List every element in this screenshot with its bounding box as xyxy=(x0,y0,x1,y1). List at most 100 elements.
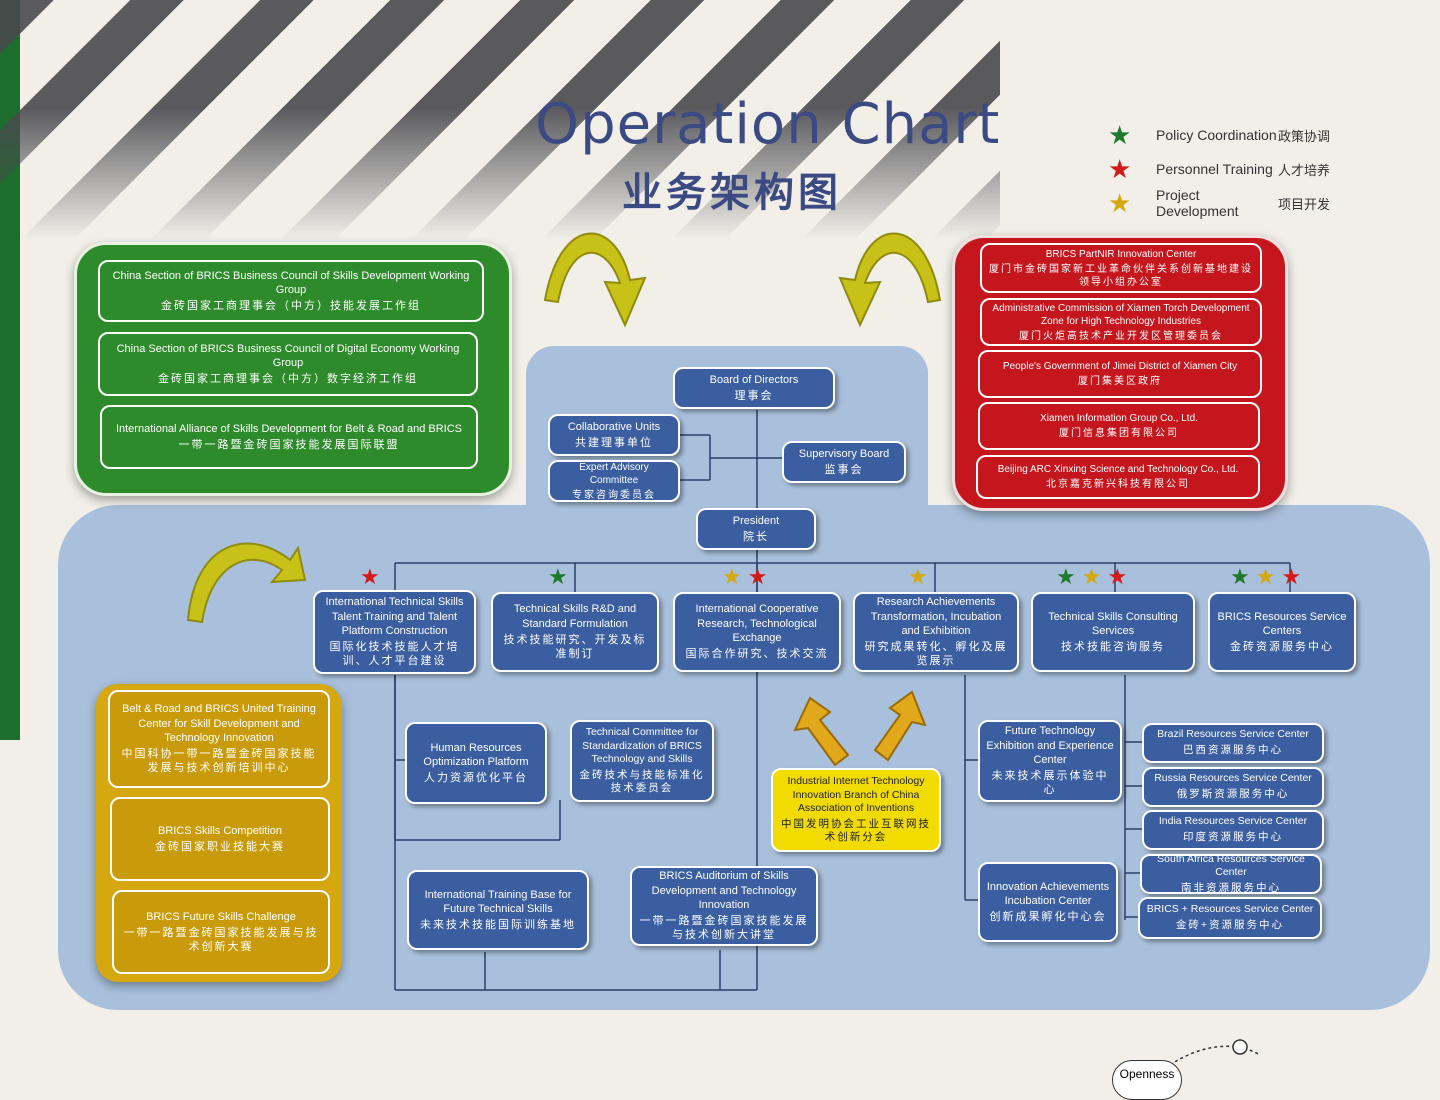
international-alliance-skills: International Alliance of Skills Develop… xyxy=(100,405,478,469)
supervisory-board: Supervisory Board 监事会 xyxy=(782,441,906,483)
box-label-en: India Resources Service Center xyxy=(1158,815,1308,828)
legend-item-project: ★ Project Development 项目开发 xyxy=(1108,186,1368,220)
box-label-zh: 厦门火炬高技术产业开发区管理委员会 xyxy=(1019,330,1223,342)
international-training-base: International Training Base for Future T… xyxy=(407,870,589,950)
xiamen-information-group: Xiamen Information Group Co., Ltd. 厦门信息集… xyxy=(978,402,1260,450)
beijing-arc-xinxing: Beijing ARC Xinxing Science and Technolo… xyxy=(976,455,1260,499)
south-africa-resources-center: South Africa Resources Service Center 南非… xyxy=(1140,852,1322,894)
legend-item-training: ★ Personnel Training 人才培养 xyxy=(1108,152,1368,186)
legend: ★ Policy Coordination 政策协调 ★ Personnel T… xyxy=(1108,118,1368,220)
skills-development-working-group: China Section of BRICS Business Council … xyxy=(98,260,484,322)
box-label-zh: 未来技术展示体验中心 xyxy=(991,770,1109,797)
box-label-en: BRICS PartNIR Innovation Center xyxy=(1045,248,1197,260)
legend-label-en: Project Development xyxy=(1156,187,1239,219)
box-label-en: Russia Resources Service Center xyxy=(1154,772,1312,785)
box-label-en: Human Resources Optimization Platform xyxy=(423,741,529,768)
president: President 院长 xyxy=(696,508,816,550)
curved-arrow-icon xyxy=(186,542,307,624)
box-label-zh: 金砖国家工商理事会（中方）数字经济工作组 xyxy=(158,373,418,386)
title-chinese: 业务架构图 xyxy=(622,171,842,215)
box-label-zh: 金砖国家职业技能大赛 xyxy=(155,841,285,853)
dept-resources-service-centers: BRICS Resources Service Centers 金砖资源服务中心 xyxy=(1208,592,1356,672)
brazil-resources-center: Brazil Resources Service Center 巴西资源服务中心 xyxy=(1142,723,1324,763)
brics-plus-resources-center: BRICS + Resources Service Center 金砖+资源服务… xyxy=(1138,897,1322,939)
box-label-zh: 技术技能咨询服务 xyxy=(1061,641,1165,654)
curved-arrow-icon xyxy=(838,232,942,328)
box-label-en: International Technical Skills Talent Tr… xyxy=(325,596,464,637)
curved-arrow-icon xyxy=(543,232,647,328)
technical-committee-standardization: Technical Committee for Standardization … xyxy=(570,720,714,802)
box-label-zh: 一带一路暨金砖国家技能发展与技术创新大讲堂 xyxy=(639,915,809,942)
industrial-internet-branch: Industrial Internet Technology Innovatio… xyxy=(771,768,941,852)
box-label-en: Technical Committee for Standardization … xyxy=(582,725,702,766)
hr-optimization-platform: Human Resources Optimization Platform 人力… xyxy=(405,722,547,804)
brics-skills-competition: BRICS Skills Competition 金砖国家职业技能大赛 xyxy=(110,797,330,881)
box-label-en: Collaborative Units xyxy=(567,420,661,433)
legend-label-en: Policy Coordination xyxy=(1156,127,1277,143)
future-technology-center: Future Technology Exhibition and Experie… xyxy=(978,720,1122,802)
legend-label-en: Personnel Training xyxy=(1156,161,1273,177)
dept-stars: ★ xyxy=(548,566,568,588)
box-label-en: Board of Directors xyxy=(709,373,799,386)
box-label-zh: 巴西资源服务中心 xyxy=(1183,744,1283,756)
openness-label: Openness xyxy=(1112,1060,1182,1100)
box-label-zh: 厦门集美区政府 xyxy=(1078,376,1162,387)
openness-text: Openness xyxy=(1119,1067,1175,1081)
box-label-zh: 北京嘉克新兴科技有限公司 xyxy=(1046,479,1190,490)
box-label-en: BRICS Auditorium of Skills Development a… xyxy=(651,870,797,911)
box-label-en: Beijing ARC Xinxing Science and Technolo… xyxy=(997,464,1239,475)
box-label-zh: 厦门信息集团有限公司 xyxy=(1059,428,1179,439)
box-label-zh: 共建理事单位 xyxy=(575,437,653,449)
legend-label-zh: 政策协调 xyxy=(1278,128,1331,144)
innovation-incubation-center: Innovation Achievements Incubation Cente… xyxy=(978,862,1118,942)
box-label-en: Expert Advisory Committee xyxy=(579,461,649,486)
box-label-zh: 厦门市金砖国家新工业革命伙伴关系创新基地建设领导小组办公室 xyxy=(989,263,1253,288)
yellow-star-icon: ★ xyxy=(1081,564,1102,589)
up-arrow-icon xyxy=(873,690,927,762)
dept-stars: ★★★ xyxy=(1230,566,1301,588)
box-label-en: BRICS Future Skills Challenge xyxy=(146,910,296,923)
brics-auditorium: BRICS Auditorium of Skills Development a… xyxy=(630,866,818,946)
box-label-en: Administrative Commission of Xiamen Torc… xyxy=(992,302,1250,327)
dept-stars: ★ xyxy=(908,566,928,588)
decorative-stripes xyxy=(0,0,1000,240)
box-label-zh: 院长 xyxy=(743,531,769,543)
box-label-zh: 俄罗斯资源服务中心 xyxy=(1176,788,1290,800)
box-label-zh: 创新成果孵化中心会 xyxy=(989,911,1107,924)
jimei-district-government: People's Government of Jimei District of… xyxy=(978,350,1262,398)
box-label-en: Supervisory Board xyxy=(798,447,890,460)
box-label-en: Industrial Internet Technology Innovatio… xyxy=(787,774,925,815)
box-label-en: People's Government of Jimei District of… xyxy=(1002,361,1238,372)
board-of-directors: Board of Directors 理事会 xyxy=(673,367,835,409)
box-label-zh: 一带一路暨金砖国家技能发展国际联盟 xyxy=(178,439,400,451)
box-label-en: China Section of BRICS Business Council … xyxy=(116,342,460,369)
green-star-icon: ★ xyxy=(1108,120,1132,150)
box-label-zh: 技术技能研究、开发及标准制订 xyxy=(503,634,647,661)
box-label-zh: 研究成果转化、孵化及展览展示 xyxy=(864,641,1008,668)
box-label-zh: 金砖资源服务中心 xyxy=(1230,641,1334,654)
yellow-star-icon: ★ xyxy=(722,564,742,589)
title-english: Operation Chart xyxy=(535,92,1001,157)
box-label-en: International Training Base for Future T… xyxy=(424,888,572,915)
box-label-zh: 金砖+资源服务中心 xyxy=(1175,919,1285,931)
box-label-zh: 监事会 xyxy=(824,464,864,476)
red-star-icon: ★ xyxy=(747,564,768,589)
box-label-zh: 国际合作研究、技术交流 xyxy=(685,648,829,661)
green-star-icon: ★ xyxy=(1056,564,1076,589)
box-label-en: International Alliance of Skills Develop… xyxy=(115,422,463,435)
dept-stars: ★★★ xyxy=(1056,566,1127,588)
box-label-zh: 理事会 xyxy=(734,390,774,402)
yellow-star-icon: ★ xyxy=(1255,564,1276,589)
red-star-icon: ★ xyxy=(360,564,380,589)
dept-cooperative-research: International Cooperative Research, Tech… xyxy=(673,592,841,672)
green-star-icon: ★ xyxy=(1230,564,1250,589)
yellow-star-icon: ★ xyxy=(908,564,928,589)
dept-achievements-transformation: Research Achievements Transformation, In… xyxy=(853,592,1019,672)
dept-rd-standards: Technical Skills R&D and Standard Formul… xyxy=(491,592,659,672)
legend-item-policy: ★ Policy Coordination 政策协调 xyxy=(1108,118,1368,152)
box-label-zh: 中国发明协会工业互联网技术创新分会 xyxy=(781,817,931,844)
red-star-icon: ★ xyxy=(1108,154,1132,184)
box-label-en: South Africa Resources Service Center xyxy=(1157,852,1305,879)
box-label-en: Xiamen Information Group Co., Ltd. xyxy=(1040,413,1198,424)
